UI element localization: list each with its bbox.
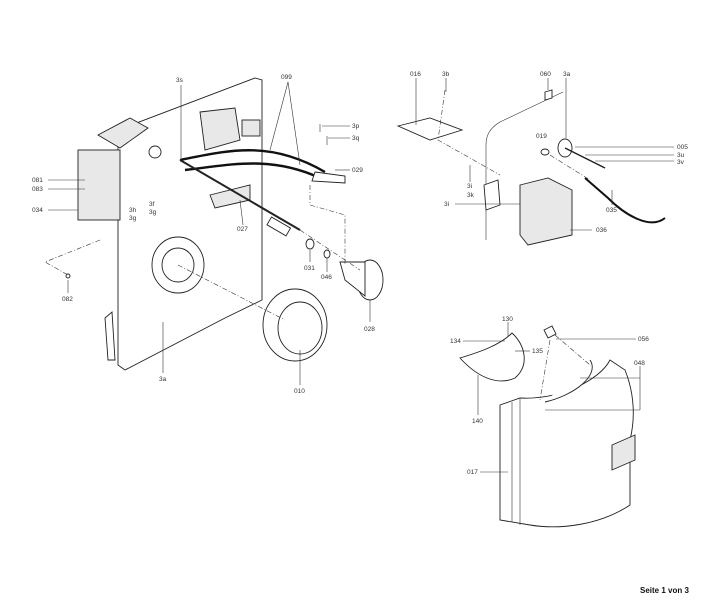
label-3f: 3f [149,201,155,208]
label-3g: 3g [149,209,157,216]
label-3i: 3i [467,183,472,190]
label-135: 135 [532,348,543,355]
ring-046 [323,249,331,259]
page-indicator: Seite 1 von 3 [640,586,689,595]
label-083: 083 [32,186,43,193]
labels-right: 016 3b 060 3a 019 005 3u 3v 3i 3k 3i 035… [410,71,688,234]
label-019: 019 [536,133,547,140]
label-017: 017 [467,469,478,476]
label-3g-2: 3g [129,215,137,222]
label-081: 081 [32,177,43,184]
label-3i-2: 3i [444,201,449,208]
label-099: 099 [281,74,292,81]
label-082: 082 [62,296,73,303]
fan-wheel-010 [262,288,328,362]
label-060: 060 [540,71,551,78]
part-060 [544,89,553,101]
label-031: 031 [304,265,315,272]
screw-082 [65,273,71,279]
label-016: 016 [410,71,421,78]
part-056 [543,325,557,339]
label-005: 005 [677,144,688,151]
label-3p: 3p [352,123,360,130]
label-034: 034 [32,207,43,214]
bracket-029 [311,171,346,184]
label-3k: 3k [467,192,475,199]
label-010: 010 [294,388,305,395]
label-029: 029 [352,167,363,174]
label-3u: 3u [677,152,685,159]
terminal-block [77,149,121,221]
label-140: 140 [472,418,483,425]
label-3a: 3a [159,376,167,383]
coupling-031 [305,238,315,250]
label-3a-right: 3a [563,71,571,78]
control-box-036 [519,177,573,246]
label-3v: 3v [677,159,685,166]
shaft-027 [179,159,301,231]
label-130: 130 [502,316,513,323]
mounting-plate [77,77,263,371]
label-027: 027 [237,226,248,233]
label-134: 134 [450,338,461,345]
cover-plate-140 [459,332,525,382]
label-3s: 3s [176,77,184,84]
cable-035 [584,177,666,224]
label-035: 035 [606,207,617,214]
label-3b: 3b [442,71,450,78]
label-056: 056 [638,336,649,343]
label-3h: 3h [129,207,137,214]
part-019 [540,148,550,156]
plate-016 [396,117,464,141]
label-048: 048 [634,360,645,367]
label-028: 028 [364,326,375,333]
label-046: 046 [321,274,332,281]
cable-099 [179,149,326,174]
labels-cover: 130 134 135 056 048 140 017 [450,316,649,476]
labels-left: 3s 099 3p 3q 029 081 083 034 3f 3g 3h 3g… [32,74,375,395]
label-3q: 3q [352,135,360,142]
label-036: 036 [596,227,607,234]
